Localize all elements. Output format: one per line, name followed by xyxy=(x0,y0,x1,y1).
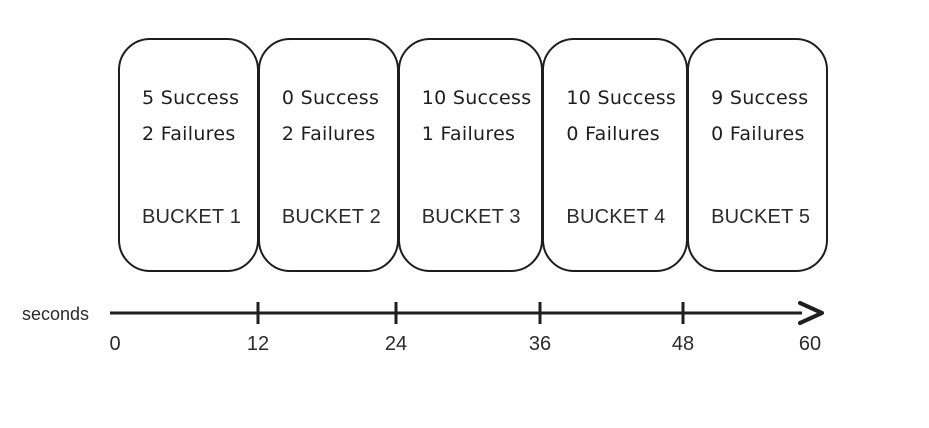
bucket-2-success-count: 0 Success xyxy=(281,87,380,109)
bucket-2-failure-count: 2 Failures xyxy=(281,123,376,145)
bucket-4: 10 Success 0 Failures BUCKET 4 xyxy=(542,38,689,272)
tick-label-36: 36 xyxy=(528,333,552,355)
buckets-row: 5 Success 2 Failures BUCKET 1 0 Success … xyxy=(118,38,828,272)
bucket-4-label: BUCKET 4 xyxy=(566,206,666,228)
tick-label-60: 60 xyxy=(798,333,822,355)
bucket-3-label: BUCKET 3 xyxy=(421,206,521,228)
tick-label-12: 12 xyxy=(246,333,270,355)
bucket-3: 10 Success 1 Failures BUCKET 3 xyxy=(397,38,544,272)
tick-label-48: 48 xyxy=(671,333,695,355)
axis-label-seconds: seconds xyxy=(22,304,90,324)
bucket-1-failure-count: 2 Failures xyxy=(142,123,236,145)
bucket-5-failure-count: 0 Failures xyxy=(711,123,805,145)
bucket-5-success-count: 9 Success xyxy=(711,87,809,109)
bucket-3-success-count: 10 Success xyxy=(421,87,532,109)
timeline-axis xyxy=(110,301,824,325)
bucket-5: 9 Success 0 Failures BUCKET 5 xyxy=(687,38,828,272)
bucket-1-success-count: 5 Success xyxy=(142,87,240,109)
bucket-3-failure-count: 1 Failures xyxy=(421,123,516,145)
bucket-2: 0 Success 2 Failures BUCKET 2 xyxy=(257,38,399,272)
tick-label-0: 0 xyxy=(109,333,121,355)
tick-label-24: 24 xyxy=(384,333,408,355)
bucket-5-label: BUCKET 5 xyxy=(711,206,811,228)
bucket-1: 5 Success 2 Failures BUCKET 1 xyxy=(118,38,259,272)
bucket-2-label: BUCKET 2 xyxy=(281,206,381,228)
bucket-4-failure-count: 0 Failures xyxy=(566,123,660,145)
bucket-4-success-count: 10 Success xyxy=(566,87,677,109)
bucket-1-label: BUCKET 1 xyxy=(142,206,242,228)
axis-arrowhead-icon xyxy=(798,301,824,325)
